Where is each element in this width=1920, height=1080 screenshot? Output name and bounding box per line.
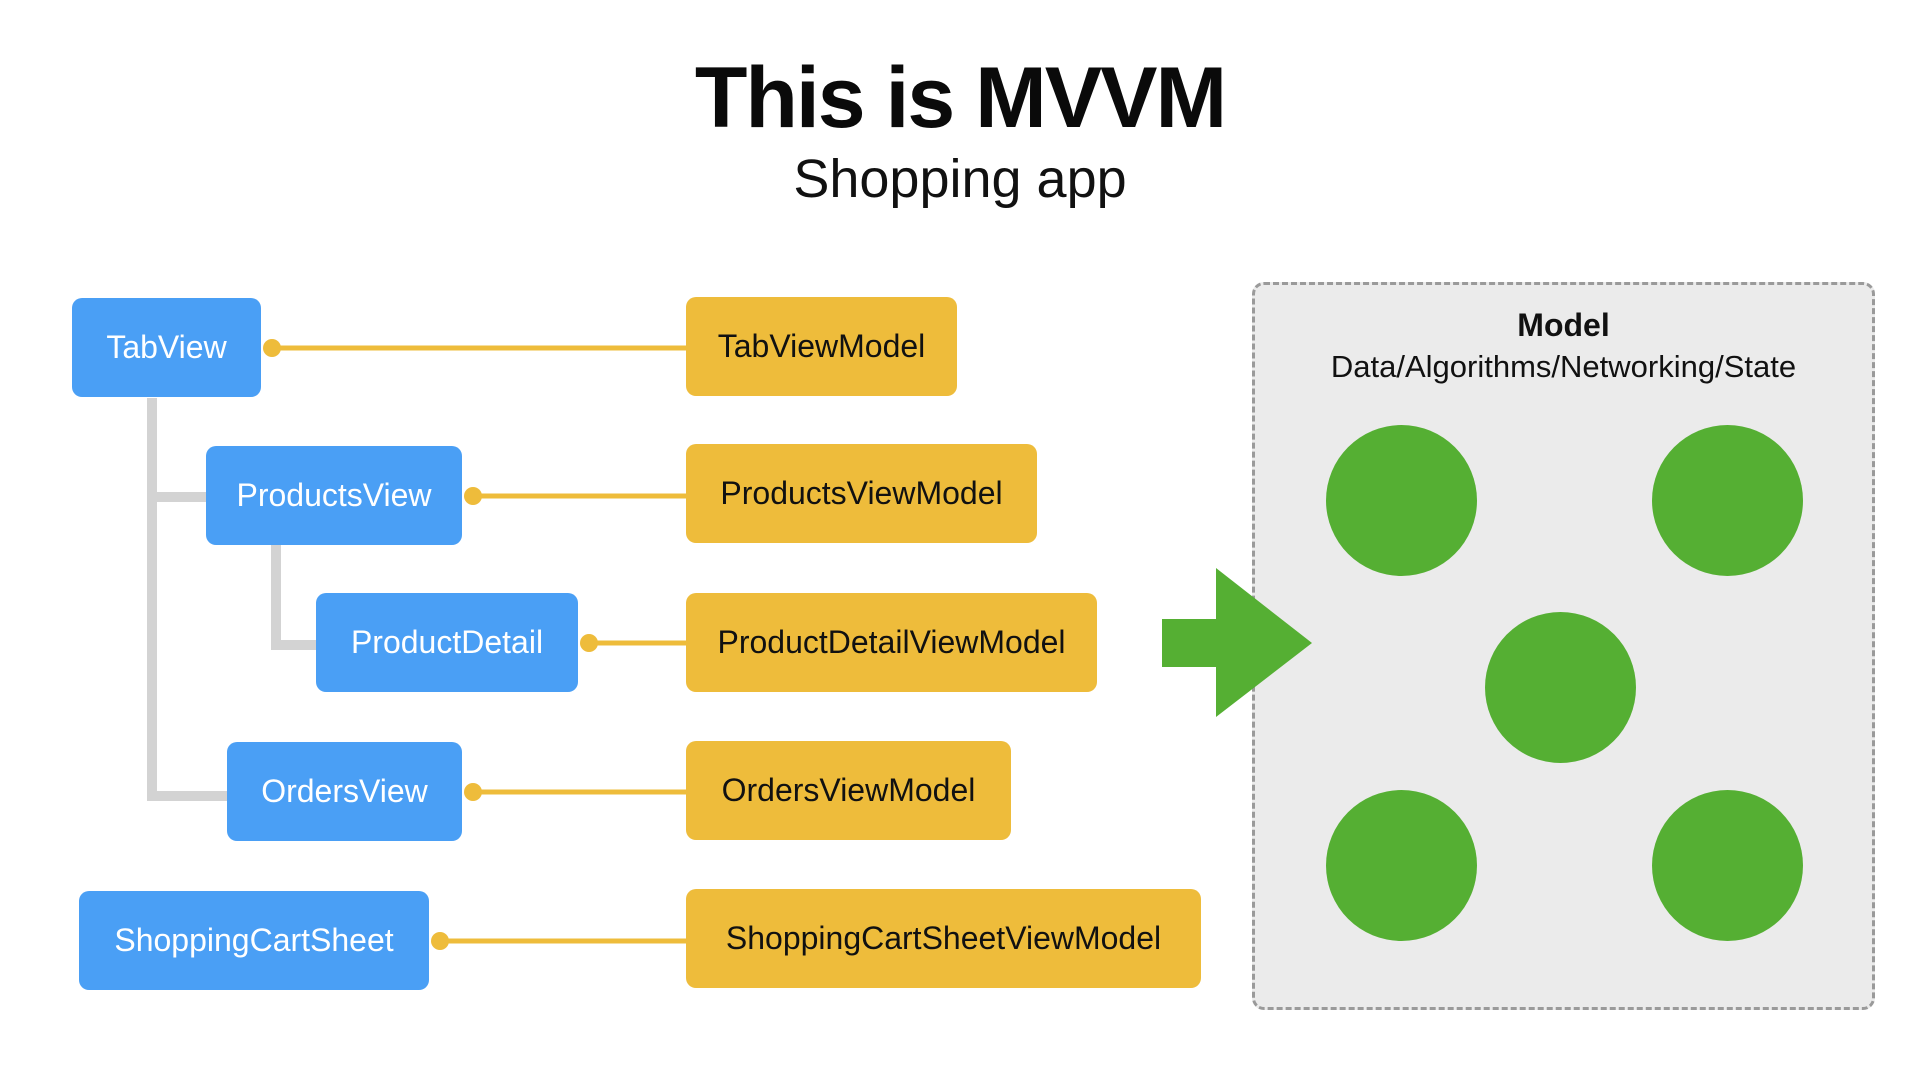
model-node-center (1485, 612, 1636, 763)
productsviewmodel-box: ProductsViewModel (686, 444, 1037, 543)
view-hierarchy-lines (147, 398, 317, 801)
model-node-top-left (1326, 425, 1477, 576)
shoppingcartsheet-box: ShoppingCartSheet (79, 891, 429, 990)
model-node-top-right (1652, 425, 1803, 576)
right-arrow-icon (1162, 568, 1312, 717)
tabview-box: TabView (72, 298, 261, 397)
tree-line-to-productdetail (271, 545, 317, 650)
productsview-box: ProductsView (206, 446, 462, 545)
link-dot-productsview (464, 487, 482, 505)
link-dot-ordersview (464, 783, 482, 801)
tree-line-tabview-trunk (147, 398, 228, 801)
binding-links (263, 339, 688, 950)
model-node-bottom-left (1326, 790, 1477, 941)
model-title: Model (1517, 307, 1610, 343)
productdetailviewmodel-box: ProductDetailViewModel (686, 593, 1097, 692)
model-node-bottom-right (1652, 790, 1803, 941)
shoppingcartsheetviewmodel-box: ShoppingCartSheetViewModel (686, 889, 1201, 988)
ordersviewmodel-box: OrdersViewModel (686, 741, 1011, 840)
link-dot-tabview (263, 339, 281, 357)
ordersview-box: OrdersView (227, 742, 462, 841)
tabviewmodel-box: TabViewModel (686, 297, 957, 396)
model-panel: Model Data/Algorithms/Networking/State (1252, 282, 1875, 1010)
link-dot-productdetail (580, 634, 598, 652)
model-subtitle: Data/Algorithms/Networking/State (1330, 349, 1797, 384)
productdetail-box: ProductDetail (316, 593, 578, 692)
page-subtitle: Shopping app (793, 149, 1127, 209)
link-dot-shoppingcartsheet (431, 932, 449, 950)
page-title: This is MVVM (694, 50, 1227, 146)
